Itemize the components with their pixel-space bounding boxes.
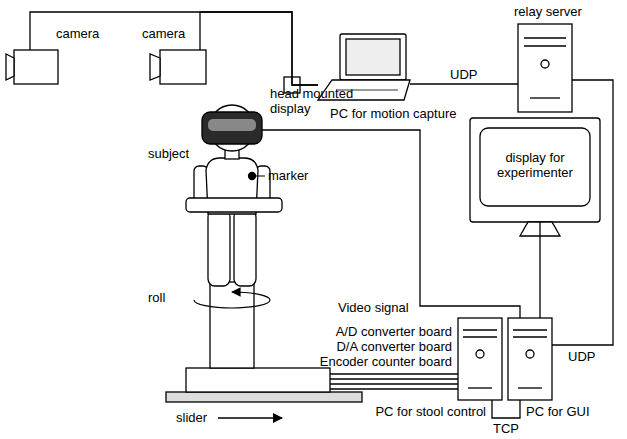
cable-connector — [262, 130, 520, 318]
head-mounted-display: head mounted display — [202, 112, 262, 144]
signal-cable — [330, 378, 458, 379]
figure-label: roll — [148, 290, 165, 305]
slide-arrow — [218, 417, 282, 418]
camera-cable — [29, 46, 30, 50]
drive-bay — [524, 37, 566, 38]
drive-bay — [524, 45, 566, 46]
signal-cable — [330, 373, 458, 374]
pc-tower — [458, 318, 502, 400]
camera-body — [160, 50, 206, 84]
stool-platform — [186, 368, 330, 392]
laptop-panel — [346, 39, 400, 75]
device-label: PC for motion capture — [330, 106, 456, 121]
camera-lens — [6, 54, 14, 80]
device-label: Encoder counter board — [320, 354, 452, 369]
camera: camera — [6, 46, 60, 86]
server-tower — [518, 24, 572, 112]
signal-cable — [330, 388, 458, 389]
cable-connector — [492, 400, 520, 418]
device-label: PC for GUI — [526, 404, 590, 419]
stool-column — [210, 282, 254, 368]
pc-tower — [508, 318, 552, 400]
power-button — [541, 60, 549, 68]
cable-connector — [552, 80, 613, 345]
drive-bay — [513, 329, 547, 330]
camera-lens — [150, 54, 160, 80]
cable-connector — [539, 222, 540, 318]
device-label: relay server — [514, 4, 582, 19]
camera-body — [14, 50, 58, 84]
relay-server: relay server — [518, 24, 572, 112]
leader-line — [256, 176, 265, 177]
laptop-screen — [340, 34, 406, 80]
slider-rail — [166, 392, 362, 402]
tower-slot — [468, 387, 492, 388]
edge-label: Video signal — [336, 300, 411, 315]
monitor-bezel — [470, 118, 600, 222]
figure-label: subject — [148, 146, 189, 161]
cable-connector — [30, 12, 318, 85]
drive-bay — [463, 336, 497, 337]
device-label: head mounted display — [270, 86, 362, 116]
monitor-screen — [480, 128, 590, 206]
camera: camera — [150, 46, 206, 86]
figure-label: slider — [176, 410, 207, 425]
edge-label: UDP — [448, 67, 479, 82]
power-button — [526, 350, 534, 358]
device-label: camera — [142, 26, 185, 41]
leg — [234, 210, 256, 286]
marker-dot — [249, 173, 256, 180]
device-label: PC for stool control — [375, 404, 486, 419]
armrest — [186, 198, 282, 212]
device-label: display for experimenter — [482, 150, 588, 180]
tower-slot — [518, 387, 542, 388]
device-label: camera — [56, 26, 99, 41]
hmd-visor — [202, 112, 262, 144]
pc-tower: PC for GUI — [508, 318, 552, 400]
pc-tower: A/D converter boardD/A converter boardEn… — [458, 318, 502, 400]
leg — [208, 210, 230, 286]
power-button — [476, 350, 484, 358]
tower-slot — [530, 97, 560, 98]
edge-label: TCP — [491, 421, 521, 436]
edge-label: UDP — [566, 349, 597, 364]
cable-connector — [200, 12, 318, 85]
signal-cable — [330, 383, 458, 384]
device-label: D/A converter board — [336, 339, 452, 354]
drive-bay — [463, 329, 497, 330]
camera-cable — [199, 46, 200, 50]
figure-label: marker — [268, 168, 308, 183]
drive-bay — [513, 336, 547, 337]
roll-arrow — [194, 292, 270, 308]
cable-connector — [410, 83, 518, 84]
device-label: A/D converter board — [336, 324, 452, 339]
hmd-lens — [208, 119, 256, 131]
experimenter-display: display for experimenter — [470, 118, 600, 222]
